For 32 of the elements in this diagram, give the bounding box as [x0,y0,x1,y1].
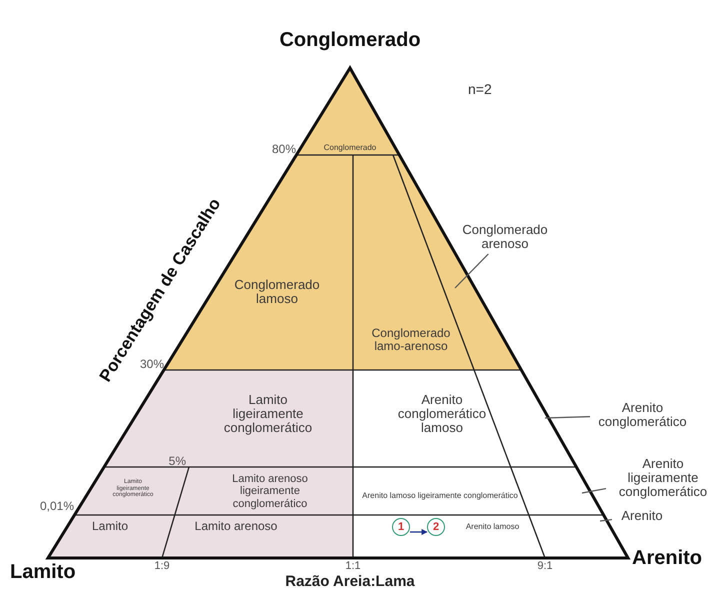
leader-line [544,416,590,419]
region-label: Conglomerado lamo-arenoso [356,320,466,360]
region-label: Arenito lamoso [455,520,530,534]
tick-label: 9:1 [537,561,553,572]
region-label: Arenito lamoso ligeiramente conglomerático [360,483,520,509]
tick-label: 1:1 [345,561,361,572]
tick-label: 80% [272,143,296,155]
sample-number-marker: 1 [392,518,410,536]
vertex-label: Arenito [632,548,702,568]
sample-number-marker: 2 [427,518,445,536]
callout-label: Arenito [612,507,672,525]
region-label: Lamito arenoso [176,518,296,536]
leader-line [582,488,606,494]
region-label: Arenito conglomerático lamoso [392,383,492,445]
tick-label: 0,01% [40,500,74,512]
tick-label: 1:9 [154,561,170,572]
callout-label: Arenito conglomerático [590,398,695,432]
vertex-label: Lamito [10,562,76,582]
region-label: Conglomerado lamoso [222,272,332,312]
region-label: Conglomerado [308,142,392,154]
vertex-label: Conglomerado [279,30,421,50]
callout-label: Conglomerado arenoso [455,220,555,254]
region-label: Lamito [84,518,136,536]
region-label: Lamito arenoso ligeiramente conglomerático [212,469,328,514]
tick-label: 5% [168,455,186,467]
leader-line [600,518,612,522]
axis-title: Razão Areia:Lama [285,574,415,589]
callout-label: Arenito ligeiramente conglomerático [606,452,720,504]
sample-count: n=2 [468,82,492,96]
region-label: Lamito ligeiramente conglomerático [212,383,324,445]
leader-line [454,254,489,288]
arrow [410,529,428,535]
